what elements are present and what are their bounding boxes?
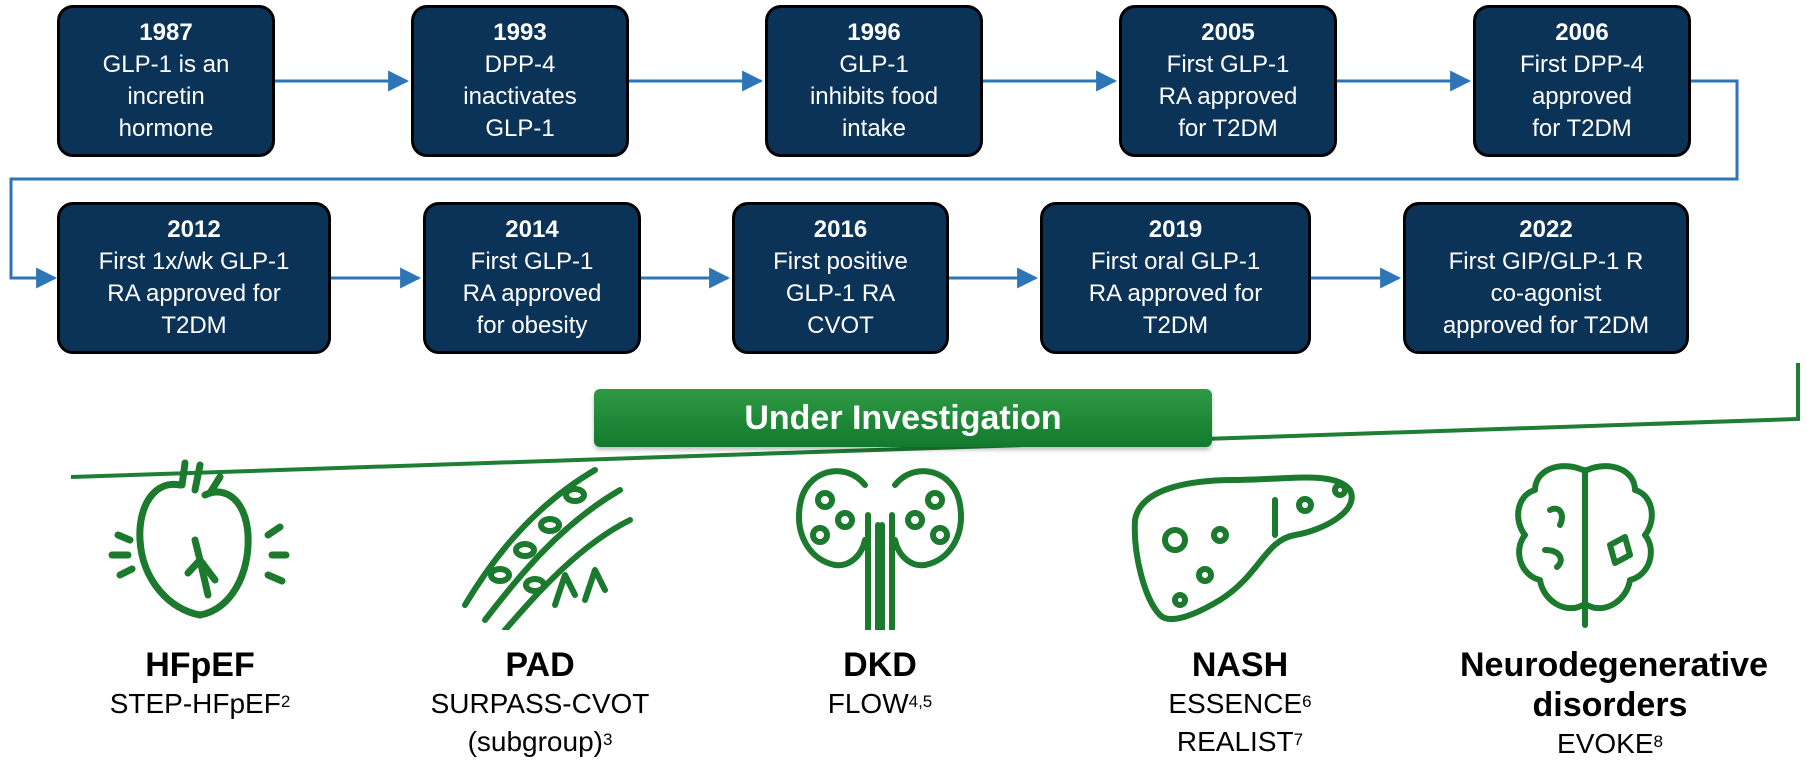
brain-icon (1515, 463, 1655, 628)
kidney-icon (796, 468, 964, 630)
event-line: approved (1531, 83, 1633, 110)
study-line: REALIST7 (1110, 723, 1370, 761)
condition-name: NASH (1191, 646, 1289, 684)
year: 2012 (167, 216, 221, 243)
study-line: EVOKE8 (1420, 725, 1800, 763)
study-name: ESSENCE (1168, 688, 1303, 719)
event-line: GLP-1 (485, 115, 555, 142)
study-name: FLOW (827, 688, 909, 719)
timeline-box-1996: 1996 GLP-1 inhibits food intake (765, 5, 983, 157)
study-line: STEP-HFpEF2 (70, 685, 330, 723)
year: 2014 (505, 216, 559, 243)
event-line: First oral GLP-1 (1090, 248, 1261, 275)
event-line: First 1x/wk GLP-1 (98, 248, 290, 275)
event-line: CVOT (807, 312, 874, 339)
timeline-box-2016: 2016 First positive GLP-1 RA CVOT (732, 202, 949, 354)
arrow-2006-2012 (9, 79, 1739, 289)
event-line: RA approved for (1088, 280, 1263, 307)
study-name: (subgroup) (467, 726, 603, 757)
timeline-box-2014: 2014 First GLP-1 RA approved for obesity (423, 202, 641, 354)
investigation-wedge (70, 363, 1800, 479)
study-reference: 6 (1302, 692, 1312, 711)
timeline-box-2022: 2022 First GIP/GLP-1 R co-agonist approv… (1403, 202, 1689, 354)
timeline-box-2005: 2005 First GLP-1 RA approved for T2DM (1119, 5, 1337, 157)
study-reference: 8 (1653, 732, 1663, 751)
event-line: First GLP-1 (470, 248, 594, 275)
event-line: co-agonist (1490, 280, 1602, 307)
condition-nash: NASH ESSENCE6 REALIST7 (1110, 645, 1370, 761)
timeline-box-1993: 1993 DPP-4 inactivates GLP-1 (411, 5, 629, 157)
year: 1996 (847, 19, 901, 46)
event-line: RA approved (462, 280, 602, 307)
study-reference: 3 (602, 730, 613, 749)
liver-icon (1131, 474, 1355, 622)
study-name: SURPASS-CVOT (430, 688, 650, 719)
study-name: STEP-HFpEF (109, 688, 281, 719)
timeline-box-2012: 2012 First 1x/wk GLP-1 RA approved for T… (57, 202, 331, 354)
event-line: for T2DM (1532, 115, 1632, 142)
event-line: T2DM (1142, 312, 1209, 339)
study-name: EVOKE (1557, 728, 1654, 759)
year: 1987 (139, 19, 193, 46)
event-line: First GLP-1 (1166, 51, 1290, 78)
study-reference: 7 (1293, 730, 1304, 749)
timeline-box-2006: 2006 First DPP-4 approved for T2DM (1473, 5, 1691, 157)
timeline-box-1987: 1987 GLP-1 is an incretin hormone (57, 5, 275, 157)
under-investigation-banner: Under Investigation (594, 389, 1212, 447)
condition-hfpef: HFpEF STEP-HFpEF2 (70, 645, 330, 723)
event-line: for obesity (476, 312, 588, 339)
event-line: GLP-1 (839, 51, 909, 78)
event-line: approved for T2DM (1442, 312, 1650, 339)
event-line: First positive (773, 248, 908, 275)
condition-pad: PAD SURPASS-CVOT (subgroup)3 (395, 645, 685, 761)
study-line: FLOW4,5 (760, 685, 1000, 723)
study-line: (subgroup)3 (395, 723, 685, 761)
study-line: SURPASS-CVOT (395, 685, 685, 723)
year: 2006 (1555, 19, 1609, 46)
condition-name: PAD (505, 646, 575, 684)
event-line: First GIP/GLP-1 R (1448, 248, 1644, 275)
artery-icon (462, 467, 633, 630)
event-line: T2DM (161, 312, 227, 339)
study-reference: 2 (280, 692, 291, 711)
year: 2019 (1148, 216, 1203, 243)
event-line: RA approved for (107, 280, 281, 307)
event-line: for T2DM (1178, 115, 1278, 142)
year: 1993 (493, 19, 547, 46)
condition-neurodegenerative: Neurodegenerative disorders EVOKE8 (1420, 645, 1800, 763)
condition-name: HFpEF (145, 646, 255, 684)
condition-name: Neurodegenerative disorders (1460, 646, 1768, 724)
year: 2022 (1519, 216, 1573, 243)
event-line: DPP-4 (484, 51, 556, 78)
event-line: GLP-1 RA (785, 280, 896, 307)
timeline-box-2019: 2019 First oral GLP-1 RA approved for T2… (1040, 202, 1311, 354)
event-line: First DPP-4 (1519, 51, 1644, 78)
condition-name: DKD (843, 646, 917, 684)
event-line: hormone (118, 115, 214, 142)
event-line: inhibits food (809, 83, 939, 110)
condition-dkd: DKD FLOW4,5 (760, 645, 1000, 723)
study-line: ESSENCE6 (1110, 685, 1370, 723)
heart-icon (108, 459, 290, 619)
study-reference: 4,5 (908, 692, 933, 711)
event-line: GLP-1 is an (102, 51, 230, 78)
event-line: RA approved (1158, 83, 1298, 110)
year: 2016 (813, 216, 868, 243)
year: 2005 (1201, 19, 1255, 46)
event-line: incretin (127, 83, 205, 110)
study-name: REALIST (1176, 726, 1294, 757)
event-line: inactivates (463, 83, 577, 110)
event-line: intake (841, 115, 907, 142)
